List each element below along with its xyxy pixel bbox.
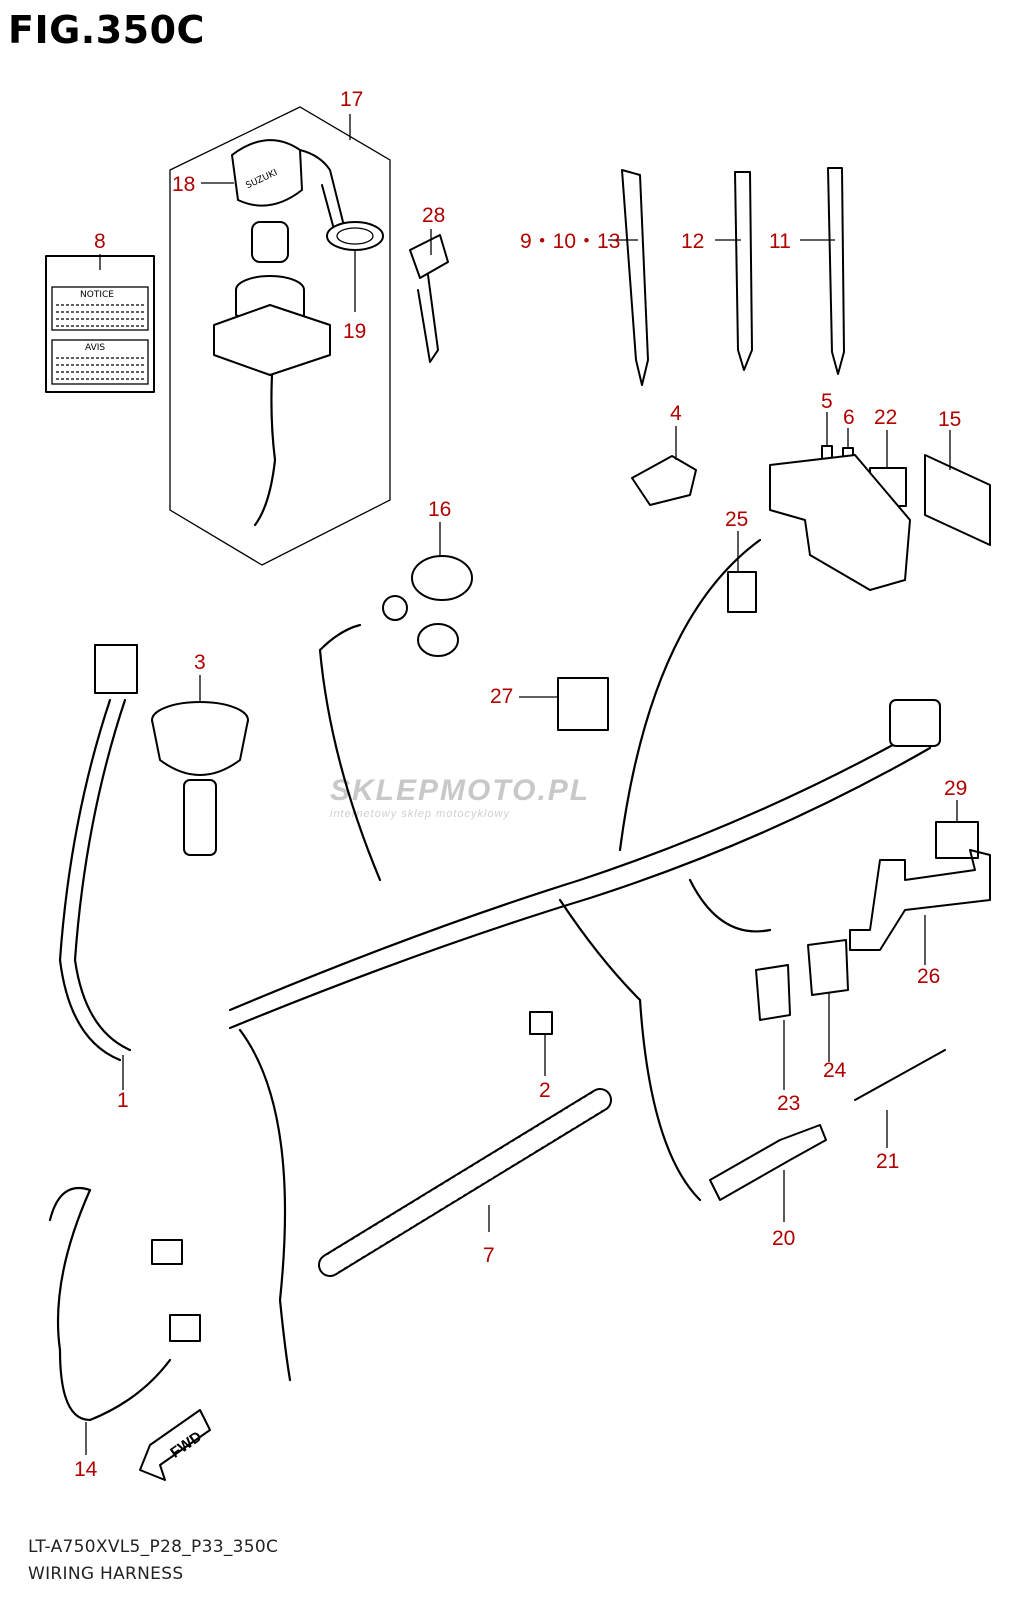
watermark-brand: SKLEPMOTO.PL [330,774,590,807]
callout-4: 4 [670,402,682,425]
spare-key [409,234,449,363]
sub-harness-connector [151,1239,183,1265]
connector-24 [807,939,849,996]
callout-5: 5 [821,390,833,413]
tie-12 [734,171,753,371]
sub-harness-wire-2 [48,1186,92,1222]
callout-2: 2 [539,1079,551,1102]
connector-cap [631,455,697,506]
callout-29: 29 [944,777,967,800]
callout-7: 7 [483,1244,495,1267]
key-cover [231,139,303,207]
callout-6: 6 [843,406,855,429]
callout-28: 28 [422,204,445,227]
label-avis-text: AVIS [85,343,105,353]
callouts: 17 18 19 28 8 9・10・13 12 11 4 5 6 22 15 … [74,88,967,1481]
callout-1: 1 [117,1089,129,1112]
key-bow [409,234,449,279]
harness-loop-left-inner [73,698,132,1052]
callout-11: 11 [769,230,791,253]
callout-24: 24 [823,1059,847,1082]
callout-12: 12 [681,230,704,253]
sub-harness-connector-2 [169,1314,201,1342]
sub-harness [48,1186,201,1422]
tie-11 [827,167,845,375]
callout-26: 26 [917,965,940,988]
grommet-cone [151,719,249,776]
label-frame [45,255,155,393]
connector-29 [935,821,979,859]
harness-branch-socket [318,623,382,882]
label-avis-box [51,339,149,385]
harness-branch-down [238,1028,292,1382]
tie-9-10-13 [621,169,649,386]
callout-15: 15 [938,408,961,431]
socket-body [411,555,473,601]
grommet-tube [183,779,217,856]
callout-18: 18 [172,173,195,196]
callout-17: 17 [340,88,363,111]
connector-23 [755,964,791,1021]
switch-mount [213,304,331,376]
figure-title: FIG.350C [8,8,205,52]
connector-25 [727,571,757,613]
key-shaft [417,274,439,363]
cable-ties [621,167,845,386]
callout-3: 3 [194,651,206,674]
kit-outline [169,106,391,566]
harness-ecu-connector [889,699,941,747]
harness-branch-o2 [558,898,702,1202]
callout-16: 16 [428,498,451,521]
harness-trunk-2 [228,746,932,1030]
o2-sensor [709,1124,827,1201]
callout-21: 21 [876,1150,899,1173]
callout-23: 23 [777,1092,800,1115]
fuse-box-assembly [769,445,991,591]
spring-21 [854,1049,946,1101]
callout-25: 25 [725,508,748,531]
leader-lines [85,114,958,1455]
callout-14: 14 [74,1458,98,1481]
lock-ring-inner [336,227,374,245]
ignition-switch-kit: SUZUKI [169,106,391,566]
ignition-key-head [251,221,289,263]
callout-22: 22 [874,406,897,429]
power-socket [382,555,473,657]
notice-label: NOTICE AVIS [45,255,155,393]
watermark-tagline: internetowy sklep motocyklowy [330,808,511,820]
callout-8: 8 [94,230,106,253]
fuse-box [769,454,911,591]
socket-cap [417,623,459,657]
callout-20: 20 [772,1227,795,1250]
switch-wire [253,373,277,527]
harness-branch-right [688,878,772,933]
figure-code: LT-A750XVL5_P28_P33_350C [28,1537,279,1557]
main-harness [58,538,941,1382]
watermark: SKLEPMOTO.PL internetowy sklep motocyklo… [330,774,590,820]
callout-9-10-13: 9・10・13 [520,230,620,253]
callout-19: 19 [343,320,366,343]
callout-27: 27 [490,685,513,708]
bracket-26 [849,849,991,951]
grommet [151,701,249,856]
bracket-15 [924,454,991,546]
harness-loop-left [58,698,122,1062]
label-notice-text: NOTICE [80,290,114,300]
label-notice-box [51,286,149,331]
lock-ring [326,221,384,251]
harness-branch-up [618,538,762,852]
harness-main-connector [94,644,138,694]
figure-name: WIRING HARNESS [28,1564,184,1584]
fwd-arrow: FWD [139,1409,211,1481]
socket-plug [382,595,408,621]
key-blade [299,149,346,234]
harness-trunk [228,728,922,1012]
sub-harness-wire [56,1188,172,1422]
relay-27 [557,677,609,731]
corrugated-tube [318,1088,612,1277]
clip-2 [529,1011,553,1035]
